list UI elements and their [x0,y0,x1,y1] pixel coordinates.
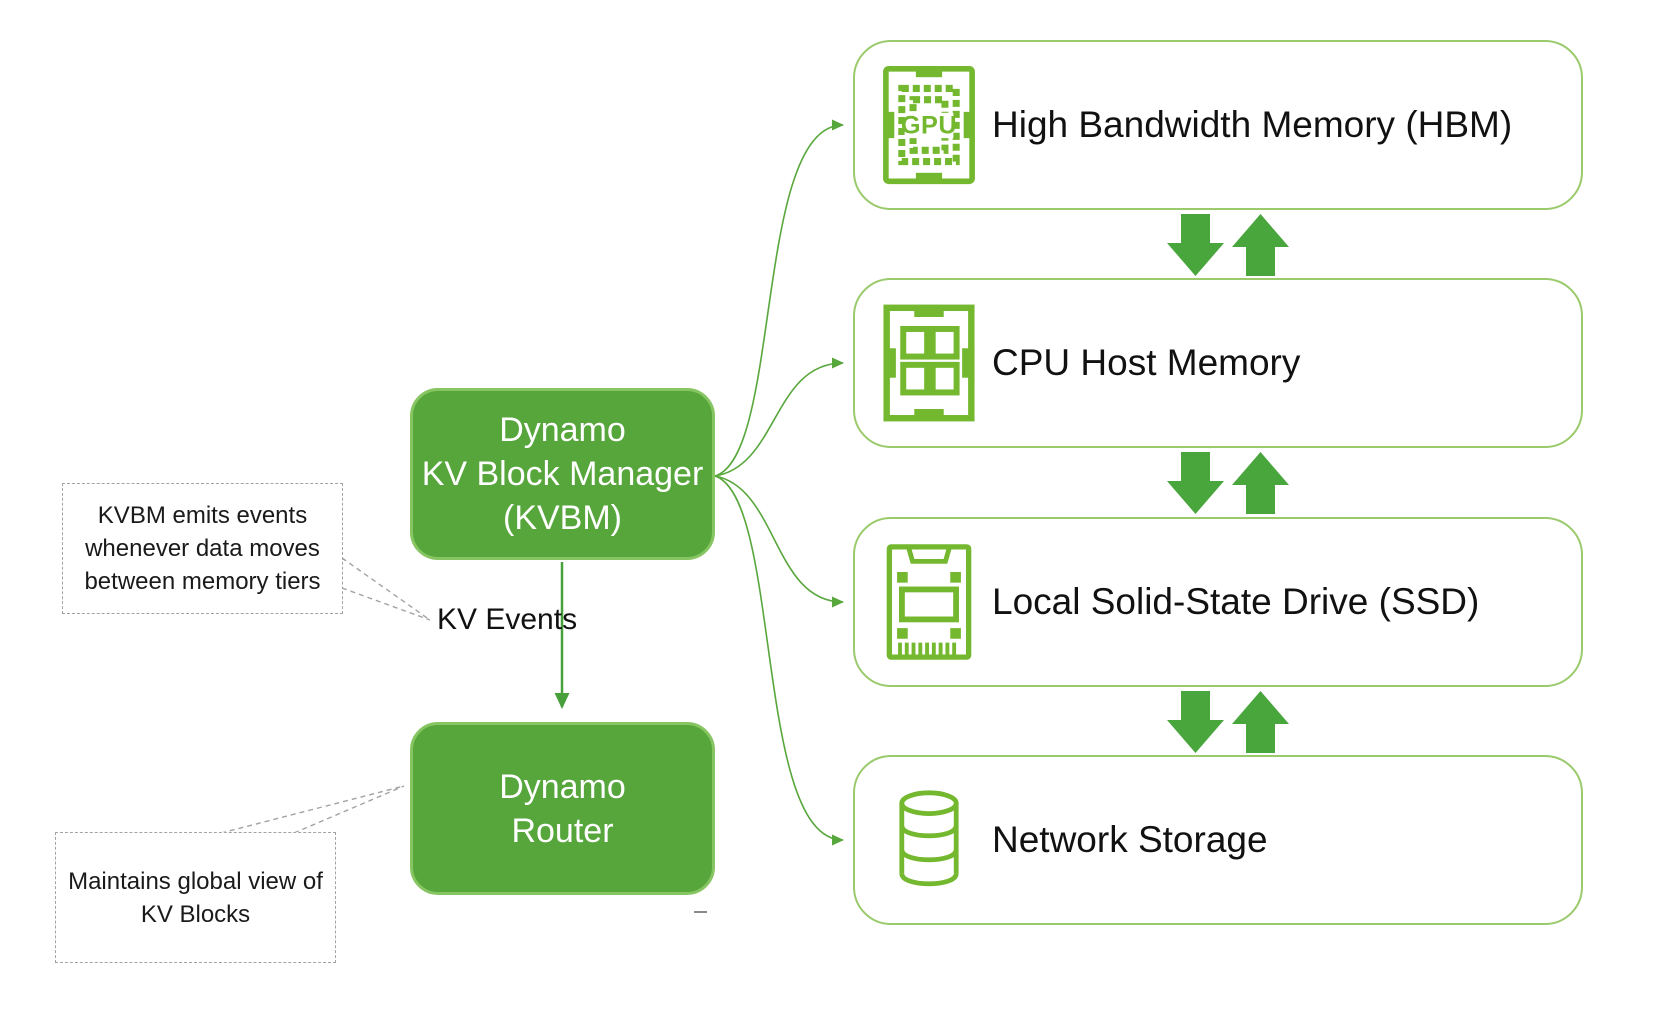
callout-kvbm-events: KVBM emits events whenever data moves be… [62,483,343,614]
router-node: Dynamo Router [410,722,715,895]
callout-text: KVBM emits events [97,502,308,529]
tier-ssd: Local Solid-State Drive (SSD) [853,517,1583,687]
transfer-arrows-ssd-network [1167,691,1289,753]
callout-router-view: Maintains global view of KV Blocks [55,832,336,963]
down-arrow-icon [1167,691,1224,753]
gpu-icon-text: GPU [901,111,957,139]
ssd-drive-icon [877,543,981,661]
tier-network-storage: Network Storage [853,755,1583,925]
up-arrow-icon [1232,691,1289,753]
down-arrow-icon [1167,214,1224,276]
kvbm-node: Dynamo KV Block Manager (KVBM) [410,388,715,560]
transfer-arrows-hbm-cpu [1167,214,1289,276]
router-node-label: Router [511,811,614,850]
kvbm-node-label: (KVBM) [503,499,622,537]
tier-label: Local Solid-State Drive (SSD) [992,581,1480,622]
kvbm-tier-connectors [714,119,844,846]
callout-text: Maintains global view of [68,867,323,895]
callout-pointer-lines [220,557,431,834]
cpu-chip-icon [877,304,981,422]
tier-label: CPU Host Memory [992,342,1301,383]
callout-text: KV Blocks [140,900,251,928]
callout-text: between memory tiers [84,568,321,595]
transfer-arrows-cpu-ssd [1167,452,1289,514]
up-arrow-icon [1232,452,1289,514]
database-cylinder-icon [877,790,981,891]
kv-events-label: KV Events [437,603,578,636]
tier-label: Network Storage [992,819,1268,860]
kvbm-node-label: KV Block Manager [421,455,704,493]
tier-hbm: GPU High Bandwidth Memory (HBM) [853,40,1583,210]
gpu-chip-icon: GPU [877,65,981,185]
tier-label: High Bandwidth Memory (HBM) [992,104,1513,145]
up-arrow-icon [1232,214,1289,276]
callout-text: whenever data moves [85,535,320,562]
down-arrow-icon [1167,452,1224,514]
kvbm-node-label: Dynamo [499,411,626,449]
tier-cpu: CPU Host Memory [853,278,1583,448]
router-node-label: Dynamo [499,767,626,806]
